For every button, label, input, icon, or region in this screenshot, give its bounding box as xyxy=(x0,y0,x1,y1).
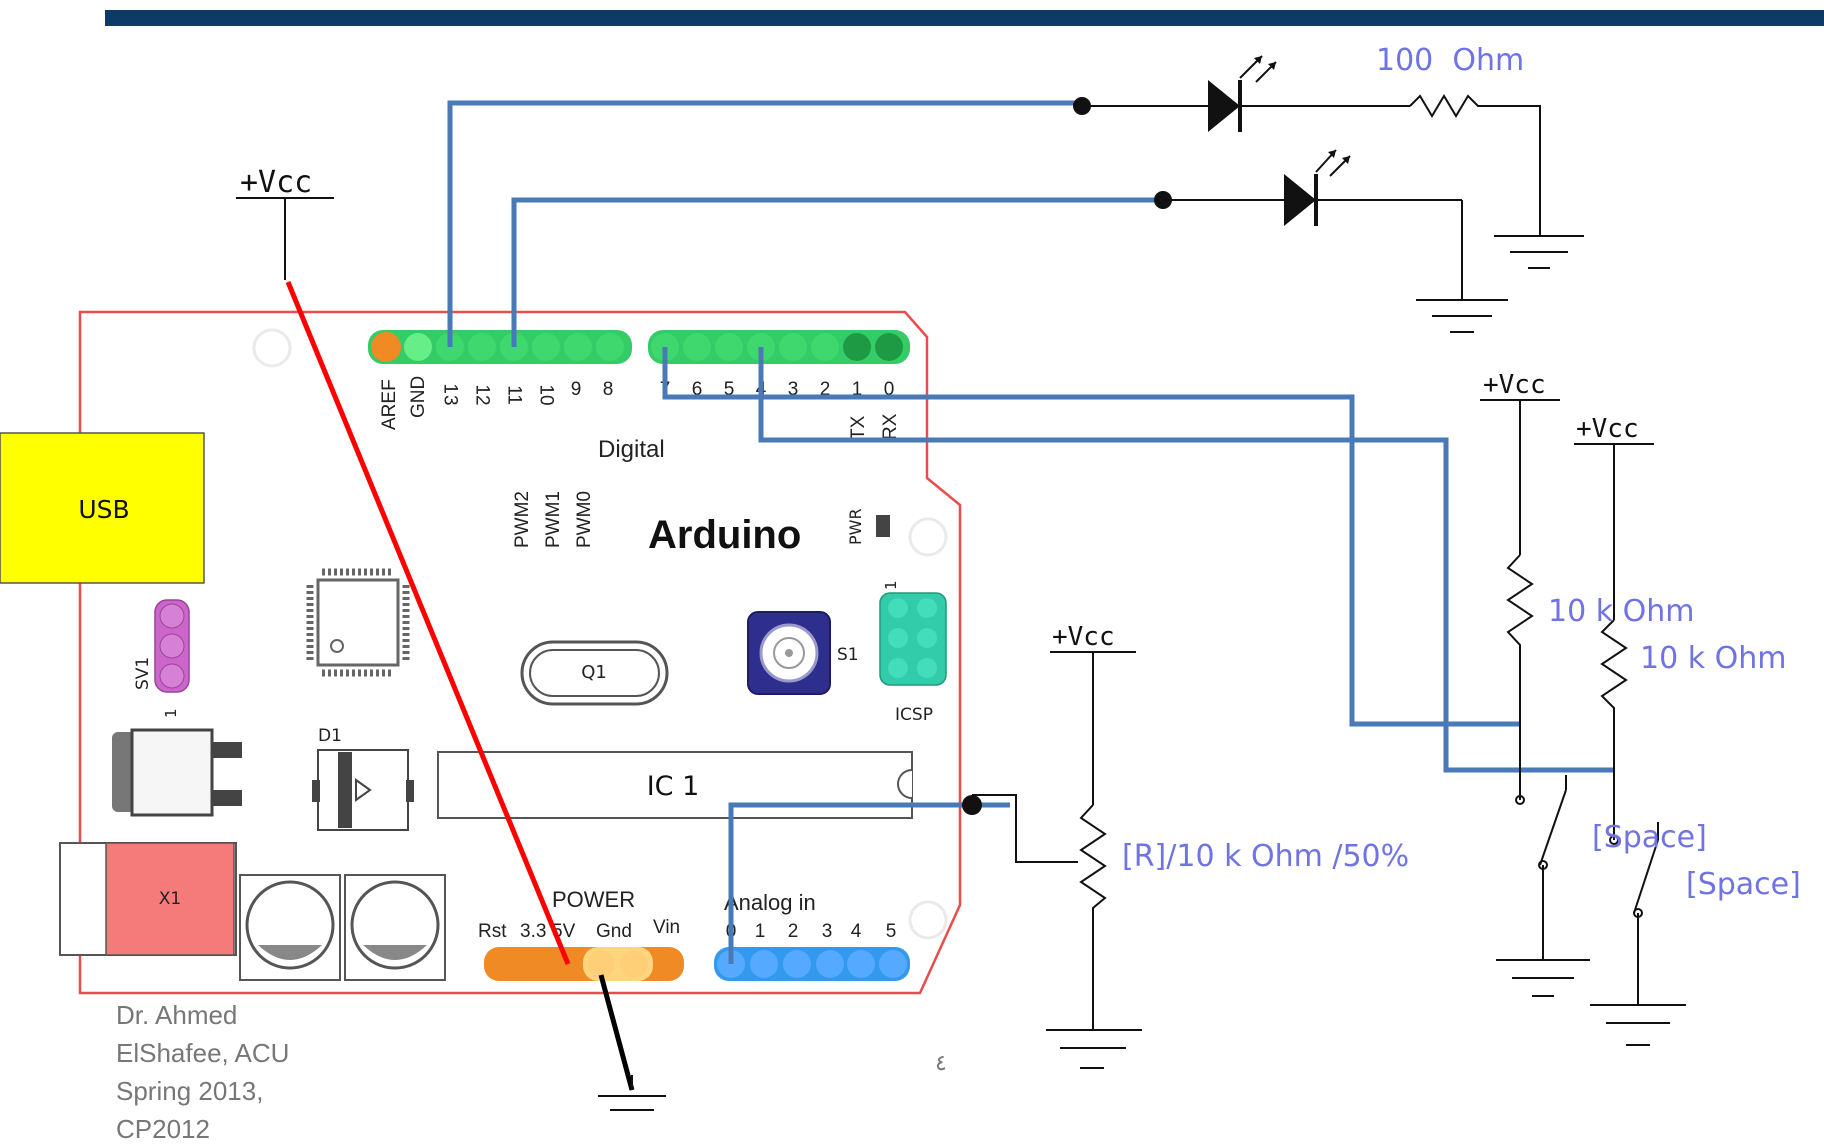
power-pin-gnd: Gnd xyxy=(596,921,632,942)
pin-label-2: 2 xyxy=(820,379,831,400)
usb-label: USB xyxy=(78,495,129,524)
pin-label-1: 1 xyxy=(852,379,863,400)
analog-pin-1: 1 xyxy=(755,921,766,942)
wire-gnd-to-ground xyxy=(598,974,635,1091)
pin-label-3: 3 xyxy=(788,379,799,400)
resistor-10k-2 xyxy=(1600,619,1628,800)
footer-author-line2: ElShafee, ACU xyxy=(116,1038,290,1068)
resistor-10k-1-label: 10 k Ohm xyxy=(1548,594,1694,629)
digital-header-left xyxy=(368,330,632,364)
icsp-label: ICSP xyxy=(895,705,933,725)
header-bar xyxy=(105,10,1824,26)
analog-pin-4: 4 xyxy=(851,921,862,942)
vcc-label-pot: +Vcc xyxy=(1052,622,1115,652)
wire-pin4-to-switch2 xyxy=(758,347,1614,773)
digital-label: Digital xyxy=(598,436,665,463)
switch-2 xyxy=(1633,839,1659,914)
capacitor-1 xyxy=(239,874,341,981)
pin-label-10: 10 xyxy=(536,384,557,405)
sv1-header xyxy=(154,599,190,693)
microcontroller-chip xyxy=(306,568,410,677)
power-pin-vin: Vin xyxy=(653,917,680,938)
pin-label-11: 11 xyxy=(504,385,525,405)
led-1 xyxy=(1208,55,1277,132)
led-2 xyxy=(1284,149,1351,226)
voltage-regulator xyxy=(112,728,242,817)
vcc-label-left: +Vcc xyxy=(240,165,312,200)
arduino-board: USB SV1 1 D1 X1 xyxy=(0,310,962,995)
resistor-100-ohm xyxy=(1409,94,1541,236)
sv1-label: SV1 xyxy=(133,657,153,690)
pwm1-label: PWM1 xyxy=(543,491,564,548)
analog-pin-2: 2 xyxy=(788,921,799,942)
analog-pin-3: 3 xyxy=(822,921,833,942)
pin-label-13: 13 xyxy=(440,383,461,406)
vcc-label-switch1: +Vcc xyxy=(1483,370,1546,400)
pwr-label: PWR xyxy=(846,508,865,545)
pin-label-6: 6 xyxy=(692,379,703,400)
switch-2-label: [Space] xyxy=(1686,867,1801,902)
switch-1-label: [Space] xyxy=(1592,820,1707,855)
pin-label-0: 0 xyxy=(884,379,895,400)
sv1-pin-one: 1 xyxy=(162,708,180,718)
potentiometer xyxy=(1079,804,1107,1030)
footer-author-line1: Dr. Ahmed xyxy=(116,1000,238,1030)
rx-label: RX xyxy=(880,413,901,440)
pin-label-9: 9 xyxy=(571,379,582,400)
potentiometer-label: [R]/10 k Ohm /50% xyxy=(1122,839,1409,874)
tx-label: TX xyxy=(848,415,869,440)
wire-pin13-to-led1 xyxy=(447,100,1082,347)
power-pin-3v3: 3.3 xyxy=(520,921,546,942)
wire-5v-to-vcc xyxy=(285,281,571,965)
pin-label-5: 5 xyxy=(724,379,735,400)
analog-label: Analog in xyxy=(724,890,816,915)
analog-header xyxy=(714,947,910,981)
icsp-header xyxy=(879,592,947,686)
footer-semester: Spring 2013, xyxy=(116,1076,264,1106)
x1-label: X1 xyxy=(159,889,181,909)
x1-power-jack xyxy=(59,842,237,956)
digital-header-right xyxy=(648,330,910,364)
footer-course: CP2012 xyxy=(116,1114,210,1144)
power-header xyxy=(484,947,684,981)
s1-reset-button xyxy=(747,611,831,695)
wire-analog0-to-pot xyxy=(728,802,1010,964)
power-label: POWER xyxy=(552,887,635,912)
d1-diode xyxy=(312,749,414,831)
wire-pin7-to-switch1 xyxy=(662,347,1520,727)
analog-pin-5: 5 xyxy=(886,921,897,942)
d1-label: D1 xyxy=(318,726,342,746)
pin-label-8: 8 xyxy=(603,379,614,400)
pin-label-gnd: GND xyxy=(408,376,429,418)
pwm0-label: PWM0 xyxy=(574,491,595,548)
usb-connector xyxy=(0,432,205,584)
board-title: Arduino xyxy=(648,513,801,557)
pwr-led xyxy=(876,515,890,537)
power-pin-rst: Rst xyxy=(478,921,507,942)
ic1-label: IC 1 xyxy=(647,771,700,802)
s1-label: S1 xyxy=(837,645,859,665)
resistor-10k-2-label: 10 k Ohm xyxy=(1640,641,1786,676)
pin-label-aref: AREF xyxy=(379,379,400,430)
page-number: ٤ xyxy=(935,1050,947,1075)
resistor-10k-1 xyxy=(1506,554,1534,800)
wire-pin12-to-led2 xyxy=(511,197,1158,347)
circuit-diagram: USB SV1 1 D1 X1 xyxy=(0,10,1824,1111)
switch-1 xyxy=(1539,789,1567,866)
icsp-pin-one: 1 xyxy=(882,580,900,590)
resistor-100-ohm-label: 100 Ohm xyxy=(1376,43,1524,78)
pwm2-label: PWM2 xyxy=(512,491,533,548)
pin-label-12: 12 xyxy=(472,384,493,405)
q1-label: Q1 xyxy=(581,662,607,683)
q1-crystal xyxy=(520,640,669,706)
capacitor-2 xyxy=(344,874,446,981)
vcc-label-switch2: +Vcc xyxy=(1576,414,1639,444)
slide-footer: Dr. Ahmed ElShafee, ACU Spring 2013, CP2… xyxy=(116,996,316,1148)
